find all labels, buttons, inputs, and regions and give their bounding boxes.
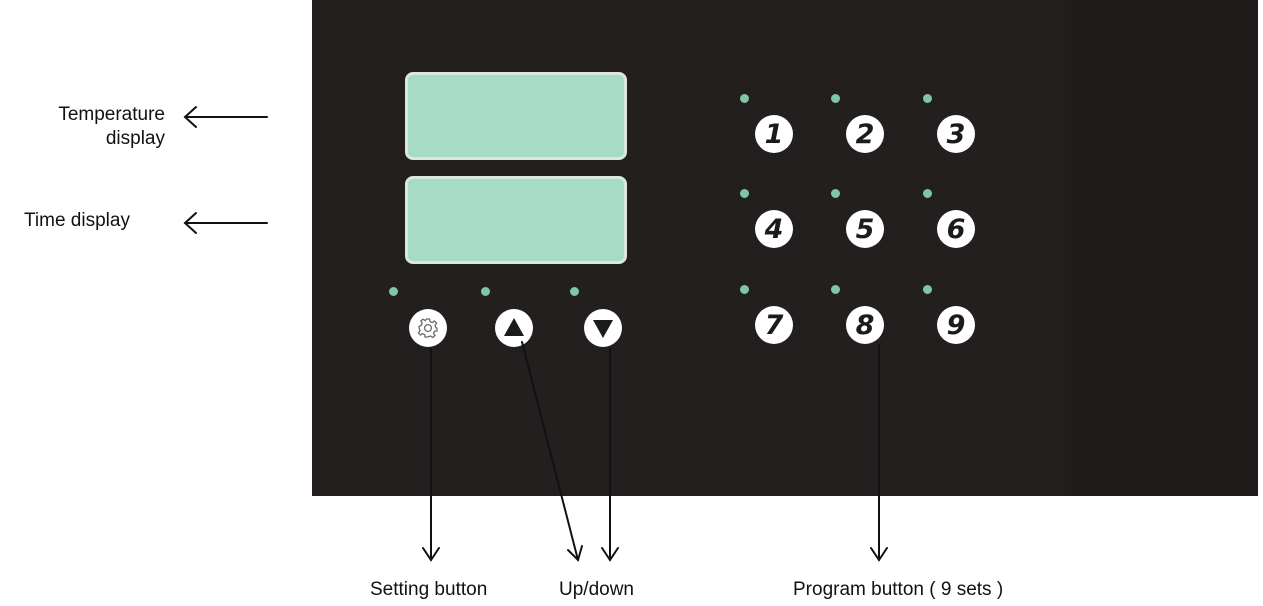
- program-button-8[interactable]: 8: [846, 306, 884, 344]
- program-led-6: [923, 189, 932, 198]
- program-arrowhead: [870, 547, 888, 562]
- program-led-1: [740, 94, 749, 103]
- triangle-up-icon: [504, 318, 524, 336]
- program-button-1[interactable]: 1: [755, 115, 793, 153]
- updown-label: Up/down: [559, 579, 634, 600]
- setting-arrowhead: [422, 547, 440, 562]
- temperature-label-line2: display: [105, 127, 165, 149]
- program-led-5: [831, 189, 840, 198]
- program-button-4[interactable]: 4: [755, 210, 793, 248]
- program-led-3: [923, 94, 932, 103]
- setting-button[interactable]: [409, 309, 447, 347]
- temperature-arrowhead: [183, 106, 197, 128]
- down-button[interactable]: [584, 309, 622, 347]
- up-led: [481, 287, 490, 296]
- down-arrowhead: [601, 547, 619, 562]
- up-arrow: [521, 341, 579, 561]
- temperature-label-line1: Temperature: [58, 104, 165, 125]
- program-label: Program button ( 9 sets ): [793, 579, 1004, 600]
- time-arrowhead: [183, 212, 197, 234]
- setting-label: Setting button: [370, 579, 488, 600]
- up-arrowhead: [567, 545, 583, 562]
- panel-edge: [1065, 0, 1258, 496]
- setting-led: [389, 287, 398, 296]
- program-button-5[interactable]: 5: [846, 210, 884, 248]
- program-button-7[interactable]: 7: [755, 306, 793, 344]
- down-led: [570, 287, 579, 296]
- program-led-7: [740, 285, 749, 294]
- up-button[interactable]: [495, 309, 533, 347]
- program-button-2[interactable]: 2: [846, 115, 884, 153]
- time-display: [405, 176, 627, 264]
- program-led-2: [831, 94, 840, 103]
- temperature-label: Temperature display: [9, 103, 165, 151]
- program-button-9[interactable]: 9: [937, 306, 975, 344]
- program-button-3[interactable]: 3: [937, 115, 975, 153]
- program-led-4: [740, 189, 749, 198]
- program-led-9: [923, 285, 932, 294]
- program-led-8: [831, 285, 840, 294]
- time-label: Time display: [24, 210, 130, 231]
- program-button-6[interactable]: 6: [937, 210, 975, 248]
- triangle-down-icon: [593, 320, 613, 338]
- gear-icon: [417, 318, 438, 339]
- temperature-display: [405, 72, 627, 160]
